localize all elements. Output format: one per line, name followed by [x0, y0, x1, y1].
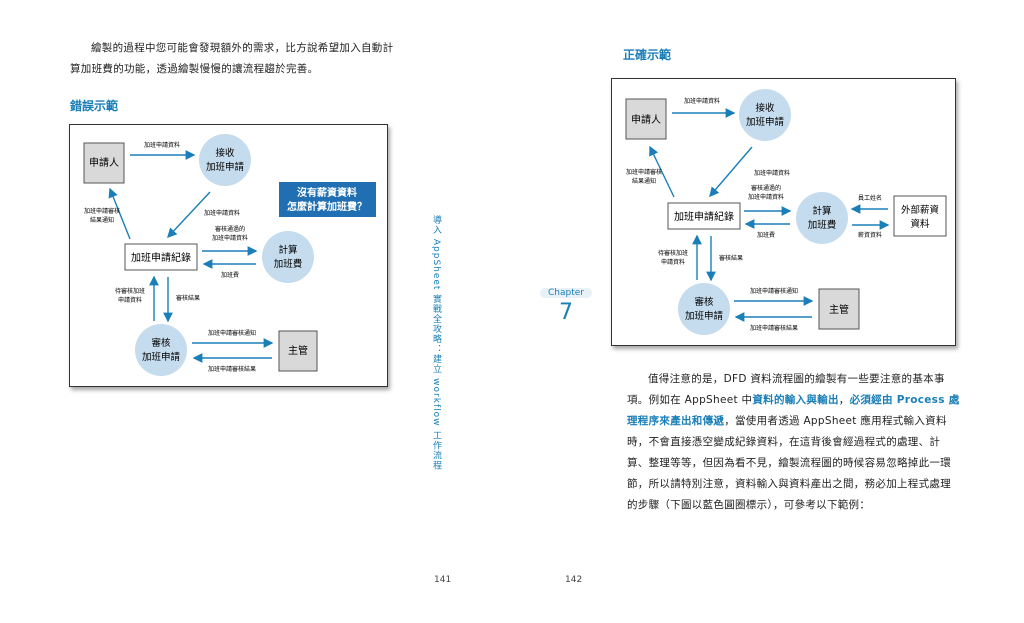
applicant-entity	[625, 98, 667, 140]
svg-text:主管: 主管	[288, 344, 308, 357]
svg-text:加班申請資料: 加班申請資料	[748, 193, 784, 201]
chapter-number: 7	[559, 300, 573, 325]
svg-text:接收: 接收	[755, 102, 775, 114]
svg-text:加班申請審核結果: 加班申請審核結果	[750, 324, 798, 332]
callout-box	[279, 182, 376, 217]
body-line: 值得注意的是，DFD 資料流程圖的繪製有一些要注意的基本事	[627, 369, 967, 390]
left-intro-line-2: 算加班費的功能，透過繪製慢慢的讓流程趨於完善。	[70, 63, 319, 75]
svg-text:主管: 主管	[829, 303, 849, 316]
body-text-run: ，	[838, 394, 850, 406]
svg-text:加班申請審核結果: 加班申請審核結果	[208, 365, 256, 373]
svg-text:申請資料: 申請資料	[661, 258, 685, 266]
svg-text:待審核加班: 待審核加班	[658, 249, 688, 257]
svg-text:加班申請紀錄: 加班申請紀錄	[131, 251, 191, 264]
svg-text:待審核加班: 待審核加班	[115, 287, 145, 295]
svg-text:計算: 計算	[812, 205, 831, 217]
body-text-run: 的步驟（下圖以藍色圓圈標示），可參考以下範例：	[627, 499, 871, 511]
calc-process	[796, 192, 848, 244]
chapter-side-tab: 導入 AppSheet 實戰全攻略：建立 workflow 工作流程	[431, 215, 441, 471]
manager-entity	[278, 330, 318, 372]
body-text-run: 算、整理等等，但因為看不見，繪製流程圖的時候容易忽略掉此一環	[627, 457, 951, 469]
svg-text:資料: 資料	[910, 218, 930, 230]
svg-text:沒有薪資資料: 沒有薪資資料	[297, 186, 357, 199]
svg-text:加班申請資料: 加班申請資料	[204, 209, 240, 217]
svg-text:結果通知: 結果通知	[90, 216, 114, 224]
calc-process	[262, 231, 314, 283]
svg-text:員工姓名: 員工姓名	[858, 194, 882, 202]
receive-process	[199, 134, 251, 186]
page-number-left: 141	[434, 575, 452, 585]
left-intro-line-1: 繪製的過程中您可能會發現額外的需求，比方說希望加入自動計	[91, 42, 394, 54]
body-line: 時，不會直接憑空變成紀錄資料，在這背後會經過程式的處理、計	[627, 432, 967, 453]
wrong-example-dfd: 申請人 接收 加班申請 加班申請紀錄 計算 加班費 審核 加班申請 主管 沒有薪…	[83, 134, 376, 376]
highlighted-text: 必須經由 Process 處	[849, 394, 960, 406]
svg-text:加班費: 加班費	[274, 258, 303, 270]
chapter-label: Chapter	[540, 288, 592, 298]
record-store	[667, 202, 741, 230]
svg-text:加班申請: 加班申請	[746, 116, 785, 128]
page-number-right: 142	[565, 575, 583, 585]
svg-text:加班申請: 加班申請	[206, 161, 245, 173]
body-text-run: 項。例如在 AppSheet 中	[627, 394, 753, 406]
svg-text:加班費: 加班費	[221, 271, 239, 279]
body-text-run: 值得注意的是，DFD 資料流程圖的繪製有一些要注意的基本事	[648, 373, 945, 385]
body-line: 節，所以請特別注意，資料輸入與資料產出之間，務必加上程式處理	[627, 474, 967, 495]
body-line: 算、整理等等，但因為看不見，繪製流程圖的時候容易忽略掉此一環	[627, 453, 967, 474]
svg-text:加班費: 加班費	[757, 231, 775, 239]
svg-text:審核通過的: 審核通過的	[215, 225, 245, 233]
svg-text:申請資料: 申請資料	[118, 296, 142, 304]
svg-text:審核通過的: 審核通過的	[751, 184, 781, 192]
svg-text:加班申請審核通知: 加班申請審核通知	[208, 329, 256, 337]
highlighted-text: 資料的輸入與輸出	[752, 394, 839, 406]
right-heading: 正確示範	[623, 48, 672, 62]
body-text-run: 節，所以請特別注意，資料輸入與資料產出之間，務必加上程式處理	[627, 478, 951, 490]
svg-text:審核結果: 審核結果	[176, 294, 200, 302]
svg-text:加班申請審核: 加班申請審核	[84, 207, 120, 215]
right-body-text: 值得注意的是，DFD 資料流程圖的繪製有一些要注意的基本事項。例如在 AppSh…	[627, 369, 967, 516]
svg-text:加班申請紀錄: 加班申請紀錄	[674, 210, 734, 223]
svg-text:申請人: 申請人	[631, 113, 661, 126]
svg-text:加班申請資料: 加班申請資料	[684, 97, 720, 105]
applicant-label: 申請人	[89, 156, 119, 169]
svg-text:加班申請資料: 加班申請資料	[144, 141, 180, 149]
svg-text:接收: 接收	[215, 147, 235, 159]
applicant-entity	[83, 142, 125, 184]
record-store	[124, 243, 198, 271]
left-heading: 錯誤示範	[70, 99, 119, 113]
correct-example-dfd: 申請人 接收 加班申請 加班申請紀錄 計算 加班費 外部薪資 資料 審核 加班申…	[625, 89, 947, 335]
svg-text:怎麼計算加班費？: 怎麼計算加班費？	[287, 200, 367, 213]
body-line: 項。例如在 AppSheet 中資料的輸入與輸出，必須經由 Process 處	[627, 390, 967, 411]
svg-text:審核: 審核	[151, 337, 171, 349]
svg-text:薪資資料: 薪資資料	[858, 231, 882, 239]
svg-text:計算: 計算	[278, 244, 297, 256]
svg-text:加班申請審核: 加班申請審核	[626, 168, 662, 176]
highlighted-text: 理程序來產出和傳遞	[627, 415, 725, 427]
body-text-run: ，當使用者透過 AppSheet 應用程式輸入資料	[724, 415, 947, 427]
body-line: 的步驟（下圖以藍色圓圈標示），可參考以下範例：	[627, 495, 967, 516]
body-text-run: 時，不會直接憑空變成紀錄資料，在這背後會經過程式的處理、計	[627, 436, 941, 448]
svg-text:審核: 審核	[694, 296, 714, 308]
svg-text:加班申請資料: 加班申請資料	[212, 234, 248, 242]
review-process	[678, 283, 730, 335]
chapter-marker: Chapter 7	[540, 286, 592, 338]
svg-text:外部薪資: 外部薪資	[901, 204, 939, 216]
body-line: 理程序來產出和傳遞，當使用者透過 AppSheet 應用程式輸入資料	[627, 411, 967, 432]
svg-text:加班申請: 加班申請	[685, 310, 724, 322]
wrong-example-diagram: 申請人 接收 加班申請 加班申請紀錄 計算 加班費 審核 加班申請 主管 沒有薪…	[69, 124, 388, 387]
correct-example-diagram: 申請人 接收 加班申請 加班申請紀錄 計算 加班費 外部薪資 資料 審核 加班申…	[611, 78, 956, 346]
svg-text:加班費: 加班費	[808, 219, 837, 231]
manager-entity	[818, 288, 860, 330]
review-process	[135, 324, 187, 376]
svg-text:加班申請審核通知: 加班申請審核通知	[750, 287, 798, 295]
svg-text:審核結果: 審核結果	[719, 254, 743, 262]
svg-text:加班申請資料: 加班申請資料	[754, 169, 790, 177]
receive-process	[739, 89, 791, 141]
svg-text:結果通知: 結果通知	[632, 177, 656, 185]
salary-entity	[893, 195, 947, 237]
svg-text:加班申請: 加班申請	[142, 351, 181, 363]
